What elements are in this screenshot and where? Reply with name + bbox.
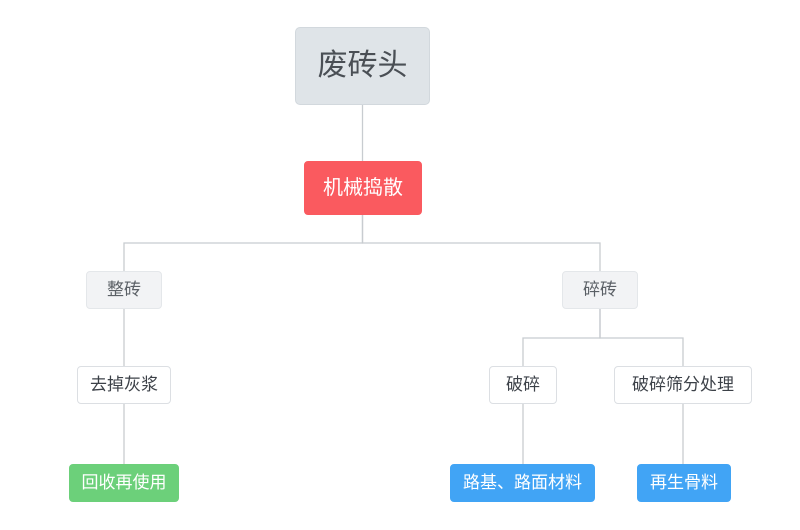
node-zaisheng-guliao[interactable]: 再生骨料: [637, 464, 731, 502]
node-zhengzhuan[interactable]: 整砖: [86, 271, 162, 309]
edge-jixie-to-suizhuan: [361, 215, 601, 271]
node-huishou-zaishiyong[interactable]: 回收再使用: [69, 464, 179, 502]
edge-jixie-to-zhengzhuan: [123, 215, 364, 271]
node-jixie-daosan[interactable]: 机械捣散: [304, 161, 422, 215]
node-qudiao-huijiang[interactable]: 去掉灰浆: [77, 366, 171, 404]
node-feizhuantou[interactable]: 废砖头: [295, 27, 430, 105]
edge-suizhuan-to-shaifen: [599, 309, 684, 366]
node-suizhuan[interactable]: 碎砖: [562, 271, 638, 309]
node-posui-shaifen-chuli[interactable]: 破碎筛分处理: [614, 366, 752, 404]
edge-suizhuan-to-posui: [522, 309, 601, 366]
node-posui[interactable]: 破碎: [489, 366, 557, 404]
node-luji-lumian-cailiao[interactable]: 路基、路面材料: [450, 464, 595, 502]
